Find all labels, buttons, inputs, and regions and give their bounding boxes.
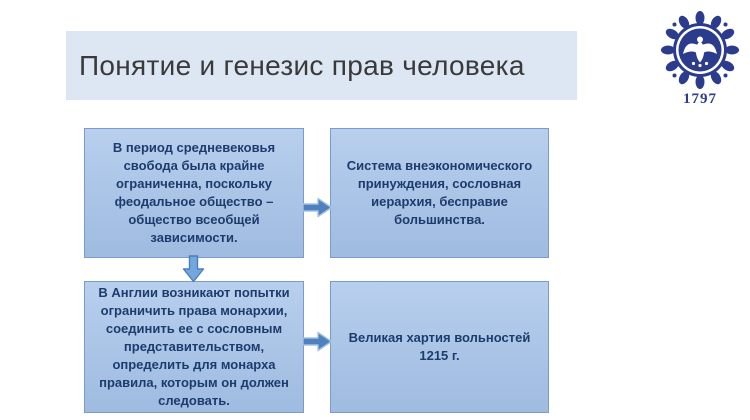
flow-box-text: Великая хартия вольностей 1215 г. (348, 330, 531, 363)
university-logo: 1797 (656, 10, 744, 108)
logo-year-label: 1797 (683, 91, 717, 107)
flow-box-text: Система внеэкономического принуждения, с… (346, 158, 533, 227)
flow-box-coercion-system: Система внеэкономического принуждения, с… (330, 128, 549, 258)
flow-box-text: В период средневековья свобода была край… (112, 140, 276, 245)
flow-box-text: В Англии возникают попытки ограничить пр… (98, 285, 290, 408)
arrow-right-icon (302, 331, 333, 352)
flow-box-magna-carta: Великая хартия вольностей 1215 г. (330, 281, 549, 413)
arrow-right-icon (302, 197, 333, 218)
flow-box-england-attempts: В Англии возникают попытки ограничить пр… (84, 281, 304, 413)
university-seal-icon (661, 11, 739, 89)
flow-box-medieval-society: В период средневековья свобода была край… (84, 128, 304, 258)
arrow-down-icon (182, 255, 205, 283)
title-banner: Понятие и генезис прав человека (66, 31, 577, 100)
page-title: Понятие и генезис прав человека (79, 49, 525, 81)
